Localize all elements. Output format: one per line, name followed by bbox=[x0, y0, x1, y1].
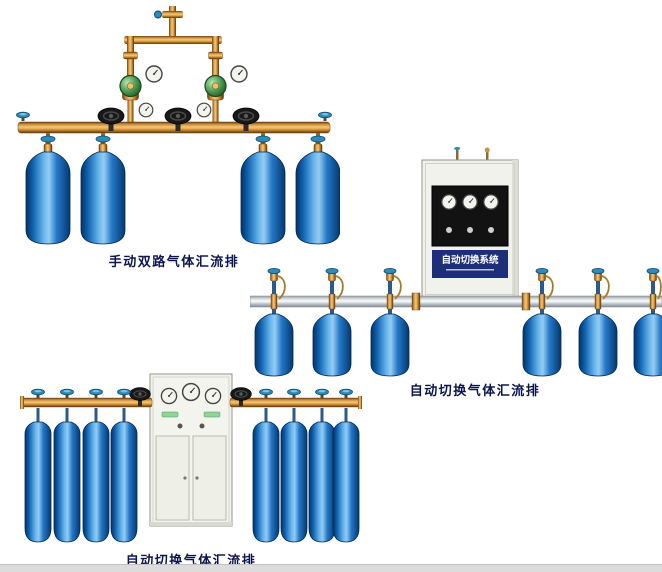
product-caption: 手动双路气体汇流排 bbox=[108, 254, 240, 269]
valve-knob-icon bbox=[31, 388, 45, 399]
inlet-valve-knob-icon bbox=[154, 10, 162, 19]
control-knob-icon bbox=[199, 423, 205, 429]
gas-cylinder bbox=[280, 407, 308, 543]
door-handle-icon bbox=[195, 476, 199, 480]
gas-cylinder bbox=[312, 267, 352, 377]
pipe-fitting-icon bbox=[484, 147, 490, 153]
control-knob-icon bbox=[177, 423, 183, 429]
figure-auto-switch-wall: 自动切换系统 bbox=[250, 146, 662, 399]
regulator-right-icon bbox=[204, 74, 227, 101]
end-valve-knob-icon bbox=[318, 111, 332, 122]
cabinet-door bbox=[155, 435, 190, 521]
valve-knob-icon bbox=[315, 388, 329, 399]
cabinet-top-pipes bbox=[454, 146, 490, 162]
figure-auto-switch-floor: 自动切换气体汇流排 bbox=[20, 372, 362, 569]
manifold-header-pipe bbox=[250, 292, 662, 311]
gas-cylinder bbox=[308, 407, 336, 543]
gas-cylinder bbox=[578, 267, 618, 377]
pressure-gauge-icon bbox=[230, 65, 248, 83]
pressure-regulators bbox=[119, 65, 248, 126]
label-plate bbox=[161, 411, 179, 418]
pressure-gauge-icon bbox=[196, 102, 212, 118]
manual-dual-manifold-illustration bbox=[16, 6, 340, 245]
gas-cylinder bbox=[110, 407, 138, 543]
gas-cylinder bbox=[370, 267, 410, 377]
cabinet-label: 自动切换系统 bbox=[441, 254, 499, 266]
door-handle-icon bbox=[183, 476, 187, 480]
gas-cylinder bbox=[633, 267, 662, 377]
gas-cylinder bbox=[252, 407, 280, 543]
page-bottom-bar bbox=[0, 564, 662, 572]
valve-knob-icon bbox=[454, 146, 461, 151]
pressure-gauge-icon bbox=[483, 194, 499, 210]
pigtail-connectors bbox=[277, 275, 662, 300]
pressure-gauge-icon bbox=[138, 102, 154, 118]
label-plate bbox=[203, 411, 221, 418]
gas-cylinder bbox=[25, 135, 71, 245]
gas-cylinder bbox=[24, 407, 52, 543]
auto-switch-manifold-illustration: 自动切换系统 bbox=[250, 146, 662, 377]
manifold-header-pipe bbox=[16, 107, 332, 134]
pressure-gauge-icon bbox=[160, 387, 178, 405]
figure-manual-dual-manifold: 手动双路气体汇流排 bbox=[8, 6, 340, 270]
gas-cylinder bbox=[332, 407, 360, 543]
control-cabinet bbox=[149, 373, 233, 527]
cabinet-name-band bbox=[432, 250, 508, 278]
product-caption: 自动切换气体汇流排 bbox=[409, 383, 541, 398]
control-cabinet: 自动切换系统 bbox=[421, 159, 519, 299]
gas-cylinder bbox=[254, 267, 294, 377]
gas-cylinder bbox=[522, 267, 562, 377]
valve-knob-icon bbox=[287, 388, 301, 399]
indicator-light-icon bbox=[467, 227, 473, 233]
gas-cylinder bbox=[82, 407, 110, 543]
valve-knob-icon bbox=[259, 388, 273, 399]
regulator-left-icon bbox=[119, 74, 142, 101]
pressure-gauge-icon bbox=[441, 194, 457, 210]
indicator-light-icon bbox=[488, 227, 494, 233]
auto-switch-floor-manifold-illustration bbox=[20, 373, 362, 543]
cylinder-bank bbox=[25, 133, 340, 245]
pressure-gauge-icon bbox=[204, 387, 222, 405]
end-valve-knob-icon bbox=[16, 111, 30, 122]
valve-knob-icon bbox=[89, 388, 103, 399]
pressure-gauge-icon bbox=[145, 65, 163, 83]
valve-knob-icon bbox=[60, 388, 74, 399]
valve-knob-icon bbox=[117, 388, 131, 399]
gas-cylinder bbox=[53, 407, 81, 543]
indicator-light-icon bbox=[446, 227, 452, 233]
pressure-gauge-icon bbox=[181, 382, 201, 402]
valve-knob-icon bbox=[339, 388, 353, 399]
pressure-gauge-icon bbox=[462, 194, 478, 210]
inlet-pipe-assembly bbox=[123, 6, 223, 80]
gas-cylinder bbox=[80, 135, 126, 245]
manifold-header-pipes bbox=[20, 387, 362, 409]
